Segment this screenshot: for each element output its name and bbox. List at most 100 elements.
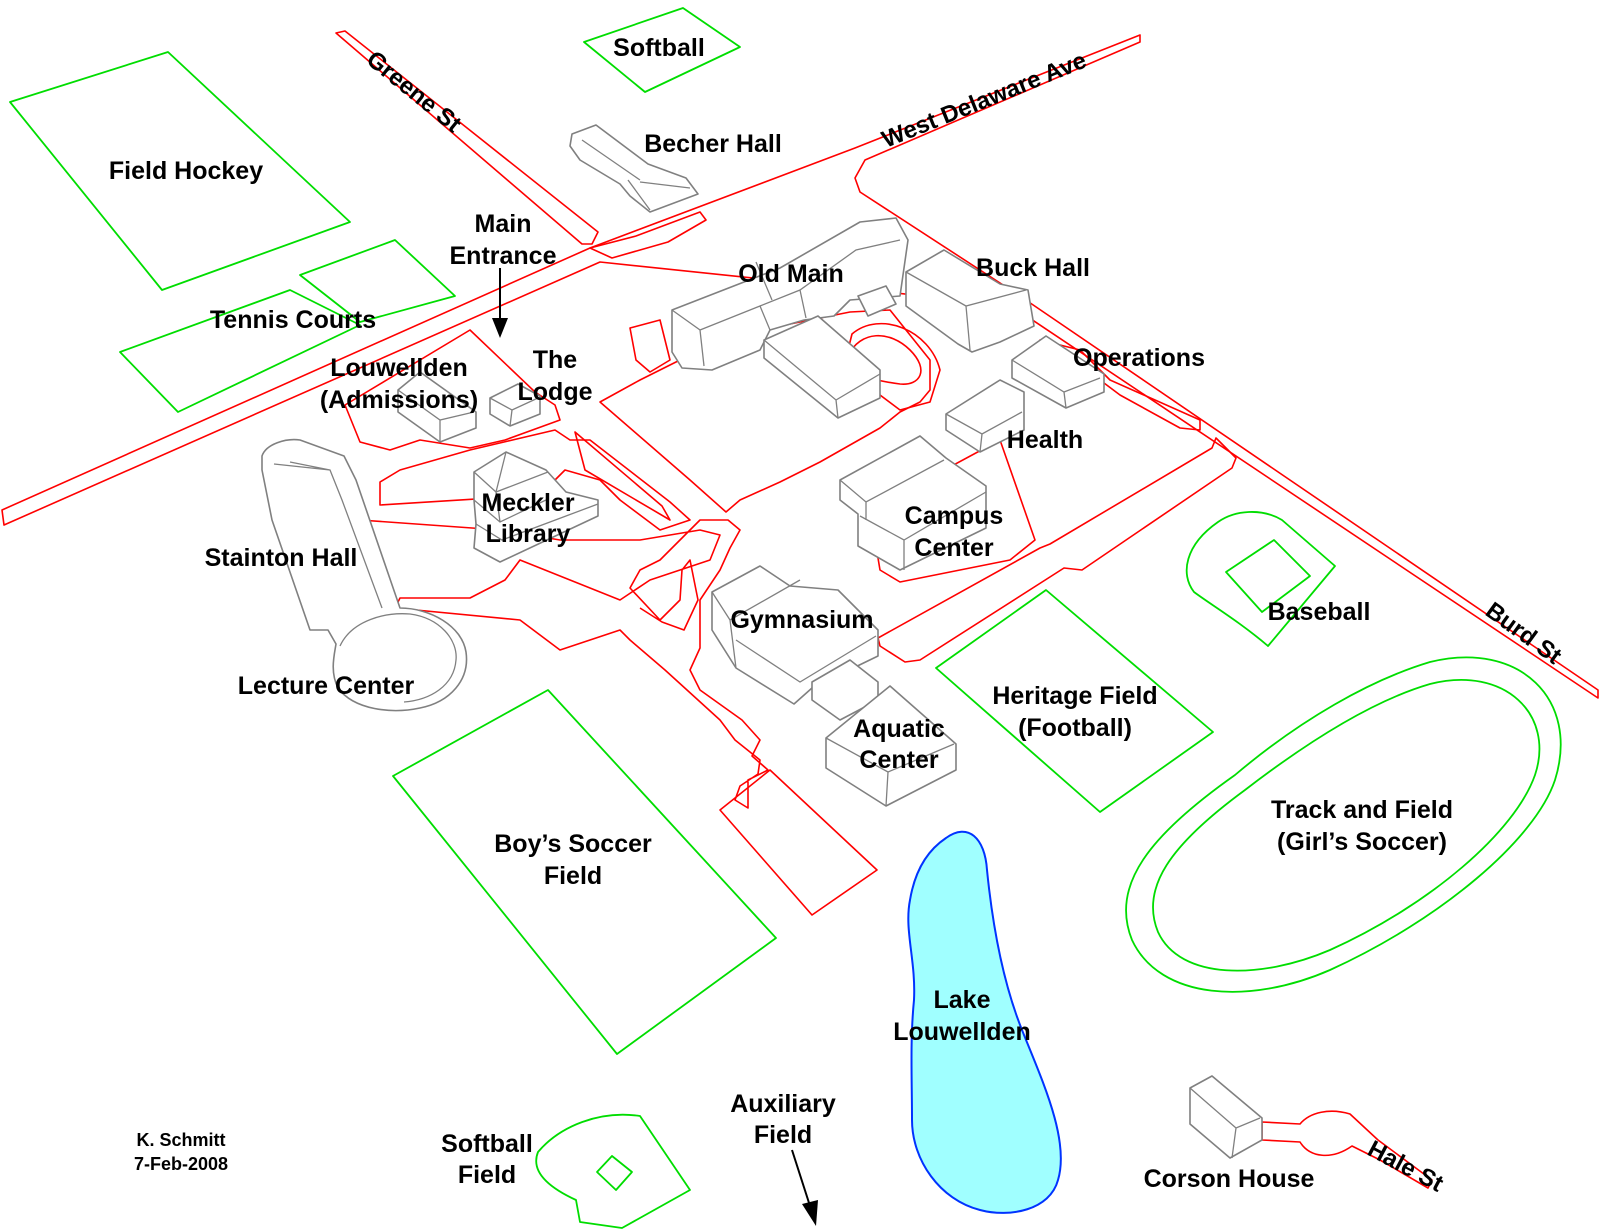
arrows-layer [492, 268, 818, 1226]
louwellden-label-line2: (Admissions) [320, 386, 478, 414]
main-entrance-arrow-head [492, 318, 508, 338]
campus-center-roof [839, 459, 987, 570]
lodge-building [489, 383, 541, 427]
track-field-label-line1: Track and Field [1271, 796, 1453, 824]
credit-author: K. Schmitt [136, 1130, 225, 1150]
baseball-label: Baseball [1268, 598, 1371, 626]
louwellden-building [397, 371, 477, 443]
stainton-hall-label: Stainton Hall [205, 544, 358, 572]
west-delaware-ave-label: West Delaware Ave [878, 47, 1090, 154]
operations-roof [1011, 359, 1101, 409]
track-outer [1125, 656, 1562, 993]
track-field-label-line2: (Girl’s Soccer) [1277, 828, 1447, 856]
meckler-library-label-line1: Meckler [481, 489, 574, 517]
old-main-small-block [857, 285, 897, 317]
meckler-library-label-line2: Library [486, 520, 571, 548]
main-entrance-label-line1: Main [475, 210, 532, 238]
lake-louwellden-shape [907, 830, 1062, 1214]
aquatic-center-label-line1: Aquatic [853, 715, 945, 743]
campus-center-label-line2: Center [914, 534, 993, 562]
old-main-label: Old Main [738, 260, 844, 288]
old-main-annex-roof [763, 339, 881, 419]
gymnasium-label: Gymnasium [730, 606, 873, 634]
corson-house-building [1189, 1075, 1263, 1159]
stainton-hall-building [261, 438, 468, 712]
boys-soccer-label-line1: Boy’s Soccer [494, 830, 652, 858]
buck-hall-roof [905, 271, 1027, 351]
heritage-field-label-line2: (Football) [1018, 714, 1132, 742]
oval-drive-outer [847, 322, 941, 411]
auxiliary-field-arrow-head [802, 1200, 818, 1226]
lake-louwellden-label-line2: Louwellden [893, 1018, 1031, 1046]
old-main-drive [629, 319, 671, 373]
baseball-outfield [1185, 511, 1336, 647]
lodge-label-line1: The [533, 346, 578, 374]
health-roof [945, 411, 1023, 453]
tennis-courts-left [119, 289, 361, 413]
baseball-infield [1225, 539, 1311, 613]
corson-house-roof [1189, 1087, 1261, 1159]
becher-hall-label: Becher Hall [644, 130, 782, 158]
auxiliary-field-label-line2: Field [754, 1121, 812, 1149]
health-building [945, 379, 1025, 453]
greene-st-road-lower [589, 211, 707, 259]
greene-st-road [335, 30, 599, 245]
hale-st-road [1261, 1110, 1433, 1189]
boys-soccer-label-line2: Field [544, 862, 602, 890]
hale-st-label: Hale St [1363, 1135, 1448, 1197]
louwellden-roof [397, 389, 475, 442]
gymnasium-roof [711, 579, 877, 683]
becher-hall-roof [581, 139, 691, 211]
aquatic-center-label-line2: Center [859, 746, 938, 774]
stainton-hall-edge [273, 461, 457, 703]
softball-field-bottom-outfield [535, 1113, 691, 1229]
softball-field-label-line2: Field [458, 1161, 516, 1189]
auxiliary-field-label-line1: Auxiliary [730, 1090, 836, 1118]
track-inner [1152, 679, 1541, 972]
health-label: Health [1007, 426, 1083, 454]
buck-hall-label: Buck Hall [976, 254, 1090, 282]
operations-building [1011, 335, 1105, 409]
aquatic-center-roof [825, 737, 955, 807]
tennis-courts-label: Tennis Courts [210, 306, 376, 334]
lecture-center-label: Lecture Center [238, 672, 415, 700]
louwellden-label-line1: Louwellden [330, 354, 468, 382]
greene-st-label: Greene St [361, 46, 466, 138]
auxiliary-field-arrow-line [791, 1149, 811, 1207]
buck-hall-building [905, 249, 1035, 353]
corson-house-label: Corson House [1144, 1165, 1315, 1193]
campus-drive-west [344, 329, 561, 451]
meckler-library-building [473, 451, 599, 563]
credit-date: 7-Feb-2008 [134, 1154, 228, 1174]
softball-field-label-line1: Softball [441, 1130, 533, 1158]
fields-layer [9, 7, 1562, 1229]
library-triangle [574, 431, 671, 521]
west-delaware-ave-road [1, 34, 1599, 699]
stainton-path [359, 519, 769, 809]
boys-soccer-field [392, 689, 777, 1055]
field-hockey-label: Field Hockey [109, 157, 263, 185]
aquatic-center-pool-hall [825, 685, 957, 807]
burd-st-label: Burd St [1480, 597, 1566, 670]
campus-center-building [839, 435, 987, 571]
softball-top-field [583, 7, 741, 93]
heritage-field [935, 589, 1214, 813]
operations-label: Operations [1073, 344, 1205, 372]
becher-hall-building [569, 124, 699, 213]
campus-center-label-line1: Campus [905, 502, 1004, 530]
softball-top-label: Softball [613, 34, 705, 62]
field-hockey-field [9, 51, 351, 291]
tennis-courts-right [299, 239, 456, 323]
old-main-annex [763, 315, 881, 419]
heritage-field-label-line1: Heritage Field [992, 682, 1157, 710]
place-labels-layer: Softball Becher Hall Field Hockey Main E… [109, 34, 1453, 1193]
softball-field-bottom-infield [596, 1155, 633, 1191]
buildings-layer [261, 124, 1263, 1159]
credit-block: K. Schmitt 7-Feb-2008 [134, 1130, 228, 1174]
meckler-library-roof [473, 451, 599, 541]
lodge-roof [489, 397, 539, 427]
old-main-roof-lines [671, 239, 901, 367]
lodge-label-line2: Lodge [518, 378, 593, 406]
auxiliary-lot [719, 769, 878, 916]
